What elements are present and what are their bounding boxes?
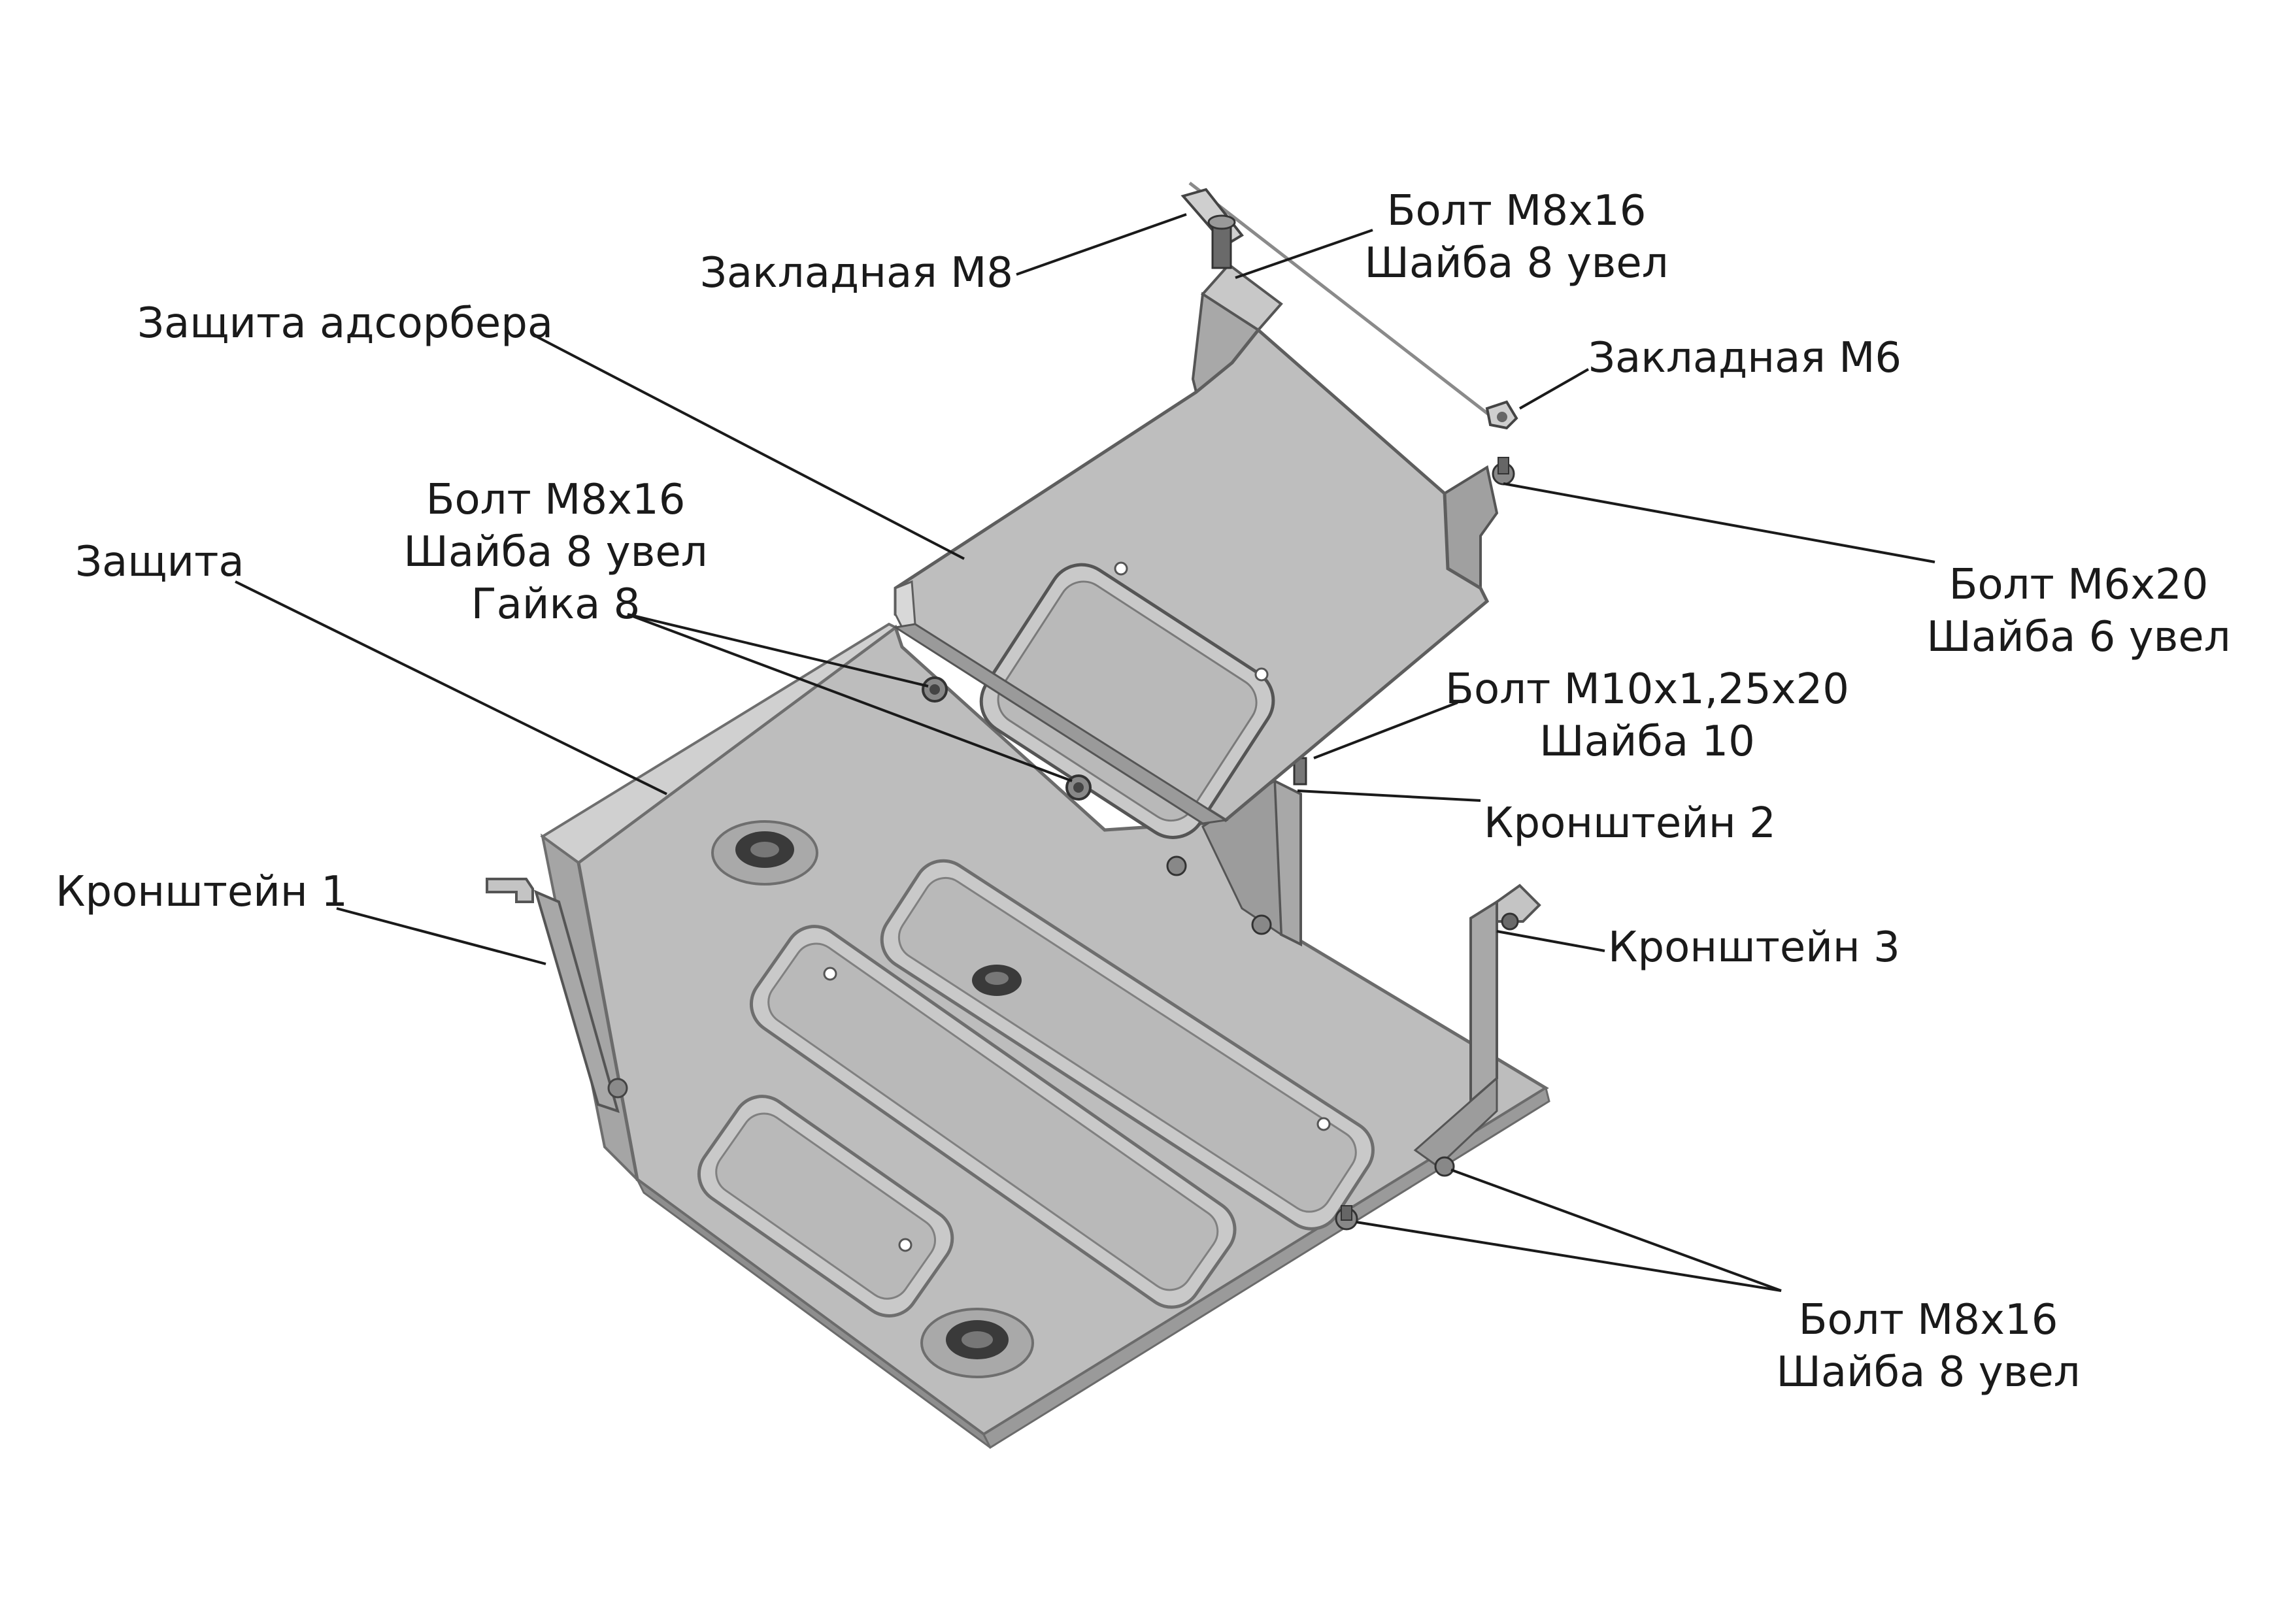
leader-bolt-m8-top: [1235, 229, 1373, 279]
hole: [1316, 1117, 1331, 1131]
leader-zakladnaya-m6: [1519, 368, 1589, 410]
label-kronshteyn-1: Кронштейн 1: [56, 866, 348, 918]
label-line-2: Шайба 8 увел: [403, 528, 708, 576]
label-bolt-m8-gayka: Болт М8х16 Шайба 8 увел Гайка 8: [386, 474, 726, 631]
label-line-1: Болт М10х1,25х20: [1445, 665, 1849, 714]
label-bolt-m10: Болт М10х1,25х20 Шайба 10: [1445, 663, 1850, 768]
leader-zakladnaya-m8: [1016, 213, 1187, 276]
bolt-nut-fastener-lower: [1065, 774, 1092, 801]
label-text: Кронштейн 2: [1484, 799, 1776, 848]
label-line-1: Болт М8х16: [426, 476, 686, 524]
label-text: Закладная М6: [1588, 334, 1902, 382]
leader-zashchita: [235, 580, 667, 795]
bolt-m6-fastener: [1492, 457, 1515, 486]
leader-bolt-m10: [1313, 701, 1458, 759]
bolt-nut-fastener-upper: [922, 676, 948, 703]
label-zakladnaya-m8: Закладная М8: [686, 247, 1013, 299]
label-zashchita-adsorbera: Защита адсорбера: [137, 297, 553, 350]
leader-kronshteyn-1: [336, 907, 546, 965]
label-bolt-m6: Болт М6х20 Шайба 6 увел: [1909, 559, 2249, 663]
embedded-nut-m6: [1485, 400, 1518, 430]
recess-long-front: [749, 925, 1237, 1309]
label-zakladnaya-m6: Закладная М6: [1588, 332, 1901, 384]
embedded-nut-m8: [1180, 182, 1495, 420]
leader-bolt-gayka-2: [627, 613, 1073, 782]
label-line-1: Болт М6х20: [1949, 561, 2209, 609]
bracket-1: [486, 878, 628, 1114]
leader-lines: [235, 213, 1935, 1292]
label-text: Кронштейн 1: [56, 868, 348, 916]
drain-hole-rear: [711, 820, 818, 886]
leader-zashchita-adsorbera: [532, 333, 965, 560]
hole: [898, 1238, 912, 1252]
label-line-2: Шайба 8 увел: [1776, 1348, 2081, 1397]
label-text: Защита: [75, 538, 244, 586]
adsorber-recess: [979, 563, 1275, 839]
main-guard-right-edge: [982, 1086, 1550, 1450]
label-bolt-m8-bottom: Болт М8х16 Шайба 8 увел: [1758, 1294, 2098, 1399]
bolt-fastener: [1166, 855, 1272, 935]
label-line-3: Гайка 8: [471, 580, 641, 629]
leader-bolt-bottom-1: [1356, 1221, 1782, 1292]
leader-bolt-gayka-1: [627, 613, 929, 688]
label-line-1: Болт М8х16: [1798, 1296, 2058, 1344]
adsorber-guard-plate: [892, 263, 1499, 839]
label-line-2: Шайба 10: [1539, 718, 1755, 766]
label-line-2: Шайба 6 увел: [1926, 613, 2231, 661]
hole: [823, 967, 837, 981]
hole: [1254, 667, 1269, 682]
main-guard-plate: [540, 622, 1550, 1450]
label-bolt-m8-top: Болт М8х16 Шайба 8 увел: [1347, 185, 1686, 290]
label-line-1: Болт М8х16: [1386, 187, 1647, 235]
leader-bolt-m6: [1503, 482, 1935, 563]
bolt-fastener-bottom: [1335, 1156, 1455, 1231]
label-text: Защита адсорбера: [137, 299, 554, 348]
drain-hole-front: [920, 1308, 1034, 1378]
label-text: Кронштейн 3: [1608, 923, 1900, 972]
bracket-3: [1413, 884, 1541, 1168]
leader-bolt-bottom-2: [1450, 1168, 1782, 1292]
label-kronshteyn-2: Кронштейн 2: [1484, 797, 1776, 850]
leader-kronshteyn-3: [1496, 930, 1605, 952]
label-zashchita: Защита: [75, 536, 244, 588]
recess-short: [697, 1095, 954, 1317]
hole: [1114, 561, 1128, 576]
label-text: Закладная М8: [699, 249, 1013, 297]
leader-kronshteyn-2: [1297, 789, 1481, 802]
drain-hole-center: [972, 965, 1022, 996]
label-kronshteyn-3: Кронштейн 3: [1608, 921, 1900, 974]
recess-long-rear: [880, 859, 1375, 1231]
label-line-2: Шайба 8 увел: [1364, 239, 1669, 288]
